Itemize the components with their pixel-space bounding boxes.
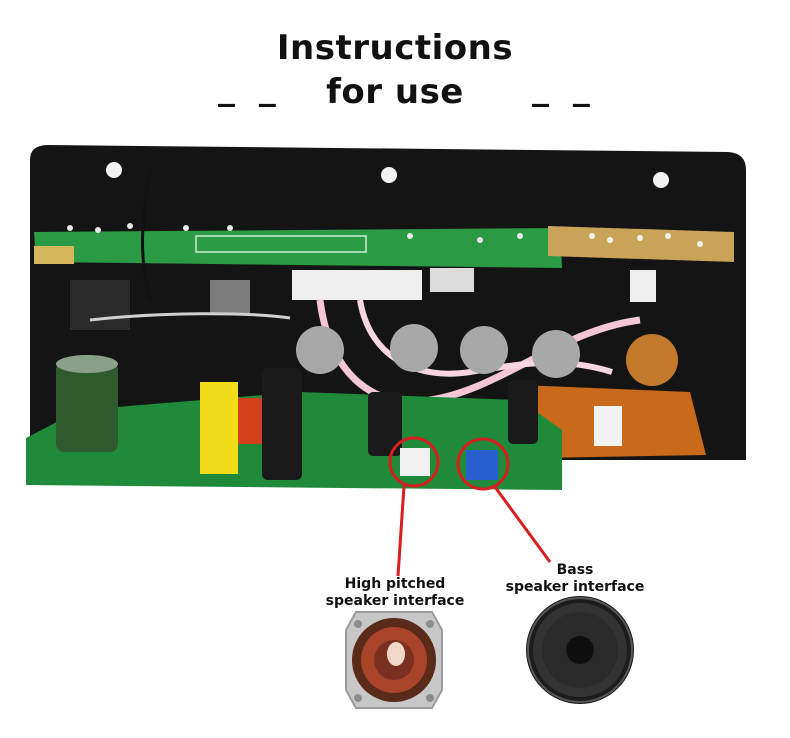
mount-hole (653, 172, 669, 188)
component-pins (67, 223, 523, 243)
woofer-callout-line (493, 486, 552, 563)
bass-potentiometer (626, 334, 678, 386)
woofer-callout-ring (456, 437, 510, 491)
control-connector (630, 270, 656, 302)
high-pitched-label: High pitched speaker interface (312, 576, 478, 610)
mount-hole (381, 167, 397, 183)
header: _ _ Instructions for use _ _ (0, 28, 790, 118)
control-pins (589, 233, 703, 247)
ribbon-connector (292, 270, 422, 300)
mount-hole (106, 162, 122, 178)
woofer-terminal (466, 450, 498, 480)
capacitor (508, 380, 538, 444)
title-dash-left: _ _ (218, 68, 282, 108)
bass-label: Bass speaker interface (490, 562, 660, 596)
pcb-edge-gold (34, 246, 74, 264)
page-title-line2: for use (326, 72, 464, 112)
transformer (200, 382, 238, 474)
power-wire (89, 312, 291, 322)
control-pcb-top (548, 226, 734, 262)
tweeter-speaker-icon (345, 611, 443, 709)
potentiometer (390, 324, 438, 372)
switch (210, 280, 250, 314)
potentiometer (296, 326, 344, 374)
title-dash-right: _ _ (532, 68, 596, 108)
aux-connector (430, 268, 474, 292)
tweeter-callout-ring (388, 436, 440, 488)
high-pitched-label-line1: High pitched (344, 576, 446, 592)
capacitor (368, 392, 402, 456)
potentiometer (532, 330, 580, 378)
tweeter-callout-line (396, 485, 406, 577)
high-pitched-label-line2: speaker interface (325, 593, 465, 609)
bass-label-line2: speaker interface (505, 579, 645, 595)
tweeter-connector (400, 448, 430, 476)
capacitor (262, 368, 302, 480)
filter-capacitor (56, 362, 118, 452)
bass-label-line1: Bass (556, 562, 594, 578)
antenna-wire (141, 169, 152, 301)
display-silkscreen (195, 235, 367, 253)
power-connector (70, 280, 130, 330)
woofer-speaker-icon (526, 596, 634, 704)
display-pcb (34, 228, 562, 268)
amber-connector (594, 406, 622, 446)
page-title-line1: Instructions (276, 28, 514, 68)
potentiometer (460, 326, 508, 374)
